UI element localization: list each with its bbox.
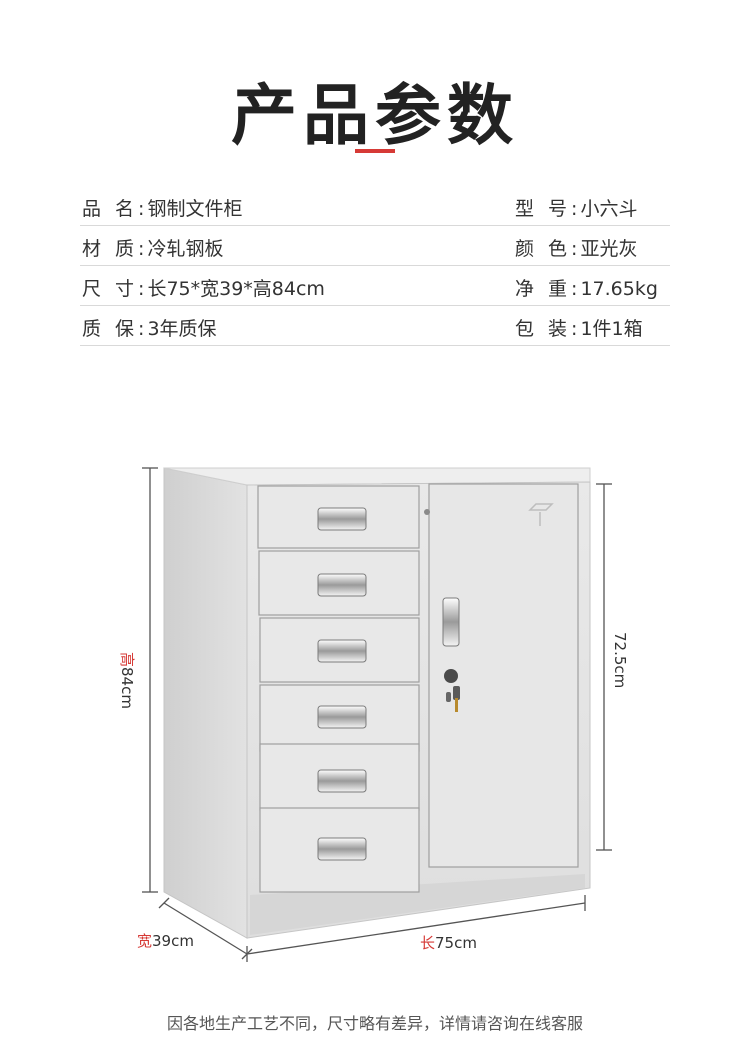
drawer-stack: [257, 485, 420, 893]
height-dimension-label: 高84cm: [118, 652, 136, 709]
spec-item: 质 保:3年质保: [82, 318, 217, 340]
spec-label: 尺 寸: [82, 278, 139, 300]
door-emblem: [528, 503, 554, 526]
door-keyhole: [424, 509, 430, 515]
spec-item: 颜 色:亚光灰: [515, 238, 638, 260]
spec-item: 包 装:1件1箱: [515, 318, 643, 340]
drawer-handle: [317, 837, 367, 861]
width-dimension-label: 宽39cm: [137, 932, 194, 950]
drawer-handle: [317, 705, 367, 729]
spec-row: 尺 寸:长75*宽39*高84cm 净 重:17.65kg: [80, 266, 670, 306]
spec-label: 型 号: [515, 198, 572, 220]
spec-value: 17.65kg: [580, 278, 658, 300]
spec-label: 品 名: [82, 198, 139, 220]
drawer-handle: [317, 573, 367, 597]
spec-label: 材 质: [82, 238, 139, 260]
spec-item: 材 质:冷轧钢板: [82, 238, 224, 260]
height-dimension-line: [142, 467, 158, 893]
cabinet-side-panel: [163, 467, 248, 939]
spec-table: 品 名:钢制文件柜 型 号:小六斗 材 质:冷轧钢板 颜 色:亚光灰 尺 寸:长…: [80, 186, 670, 346]
cabinet-base: [250, 874, 585, 935]
door-height-dimension-label: 72.5cm: [611, 632, 629, 688]
length-dimension-line: [246, 895, 586, 962]
spec-value: 1件1箱: [580, 318, 643, 340]
title-underline: [355, 149, 395, 153]
drawer-handle: [317, 769, 367, 793]
spec-row: 品 名:钢制文件柜 型 号:小六斗: [80, 186, 670, 226]
page-title: 产品参数: [231, 77, 519, 154]
cabinet-illustration: 高84cm 72.5cm 宽39cm 长75cm: [118, 467, 629, 962]
spec-value: 亚光灰: [580, 238, 638, 260]
drawer-handle: [317, 639, 367, 663]
spec-row: 材 质:冷轧钢板 颜 色:亚光灰: [80, 226, 670, 266]
spec-label: 包 装: [515, 318, 572, 340]
spec-value: 冷轧钢板: [147, 238, 224, 260]
spec-item: 尺 寸:长75*宽39*高84cm: [82, 278, 325, 300]
spec-value: 3年质保: [147, 318, 217, 340]
spec-value: 长75*宽39*高84cm: [147, 278, 325, 300]
door-handle: [442, 597, 460, 647]
lock-with-keys: [444, 669, 460, 712]
drawer-handle: [317, 507, 367, 531]
spec-row: 质 保:3年质保 包 装:1件1箱: [80, 306, 670, 346]
spec-label: 质 保: [82, 318, 139, 340]
spec-item: 净 重:17.65kg: [515, 278, 658, 300]
spec-label: 颜 色: [515, 238, 572, 260]
product-figure: 高84cm 72.5cm 宽39cm 长75cm: [0, 440, 750, 980]
footer-note: 因各地生产工艺不同，尺寸略有差异，详情请咨询在线客服: [166, 1014, 583, 1033]
length-dimension-label: 长75cm: [420, 934, 477, 952]
spec-label: 净 重: [515, 278, 572, 300]
spec-value: 小六斗: [580, 198, 638, 220]
spec-item: 型 号:小六斗: [515, 198, 638, 220]
door-height-dimension-line: [596, 483, 612, 851]
spec-value: 钢制文件柜: [147, 198, 243, 220]
spec-item: 品 名:钢制文件柜: [82, 198, 243, 220]
steel-cabinet: [163, 467, 591, 939]
